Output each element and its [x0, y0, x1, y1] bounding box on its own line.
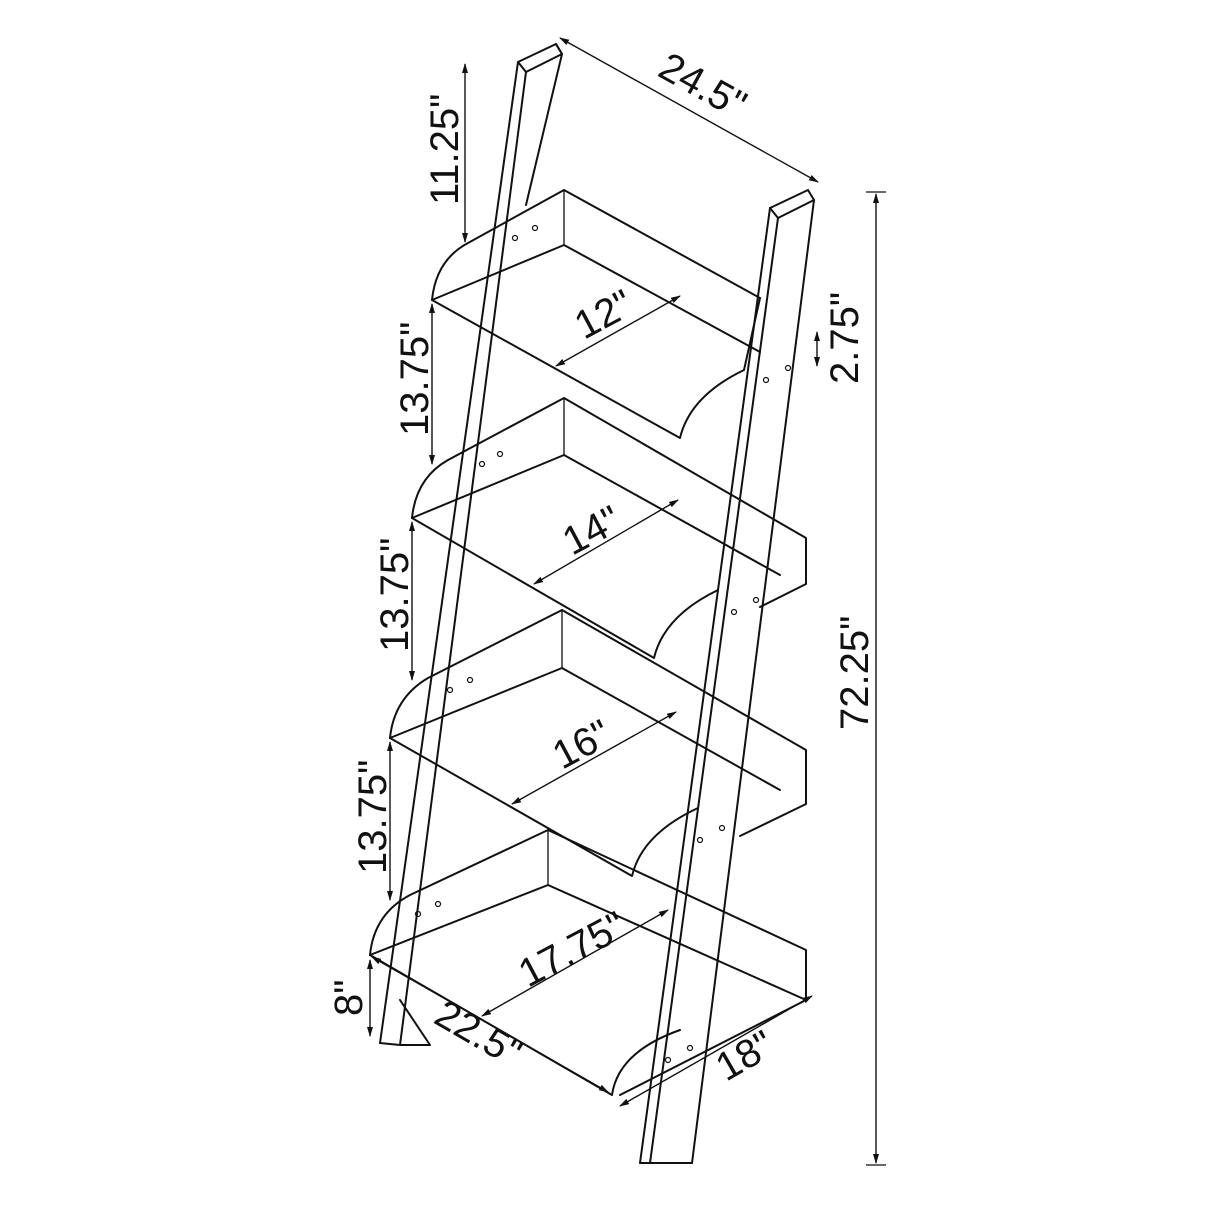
dimension-shelf-depth-3: 16"	[511, 711, 677, 805]
label-shelf-depth-1: 12"	[568, 282, 640, 348]
label-shelf-spacing-3: 13.75"	[351, 760, 395, 874]
shelf-3	[389, 609, 807, 877]
dimension-shelf-spacing-3: 13.75"	[351, 741, 395, 901]
label-base-depth: 18"	[709, 1022, 782, 1089]
back-foot	[399, 999, 431, 1046]
label-shelf-depth-2: 14"	[556, 498, 628, 564]
dimension-shelf-spacing-1: 13.75"	[393, 303, 437, 465]
dimension-shelf-depth-4: 17.75"	[481, 903, 669, 1017]
dimension-shelf-depth-1: 12"	[555, 282, 681, 367]
label-total-height: 72.25"	[833, 616, 877, 730]
label-top-width: 24.5"	[652, 44, 754, 127]
label-top-gap: 11.25"	[423, 94, 467, 205]
label-shelf-spacing-2: 13.75"	[373, 538, 417, 652]
label-lip-height: 2.75"	[823, 292, 867, 384]
dimension-shelf-depth-2: 14"	[533, 498, 679, 585]
label-shelf-depth-3: 16"	[546, 712, 618, 778]
dimension-total-height: 72.25"	[833, 191, 886, 1166]
front-right-leg	[639, 189, 815, 1164]
label-bottom-clearance: 8"	[327, 980, 371, 1016]
dimension-lip-height: 2.75"	[814, 292, 867, 384]
label-shelf-depth-4: 17.75"	[512, 903, 634, 996]
shelf-2	[411, 397, 807, 659]
dimension-shelf-spacing-2: 13.75"	[373, 521, 417, 681]
dimension-top-gap: 11.25"	[423, 63, 468, 243]
dimension-bottom-clearance: 8"	[327, 959, 373, 1037]
label-bottom-width: 22.5"	[428, 992, 530, 1076]
dimension-top-width: 24.5"	[559, 37, 819, 183]
dimension-base-depth: 18"	[619, 995, 813, 1107]
dimension-bottom-width: 22.5"	[371, 956, 609, 1093]
label-shelf-spacing-1: 13.75"	[393, 322, 437, 436]
shelf-1	[431, 189, 761, 439]
